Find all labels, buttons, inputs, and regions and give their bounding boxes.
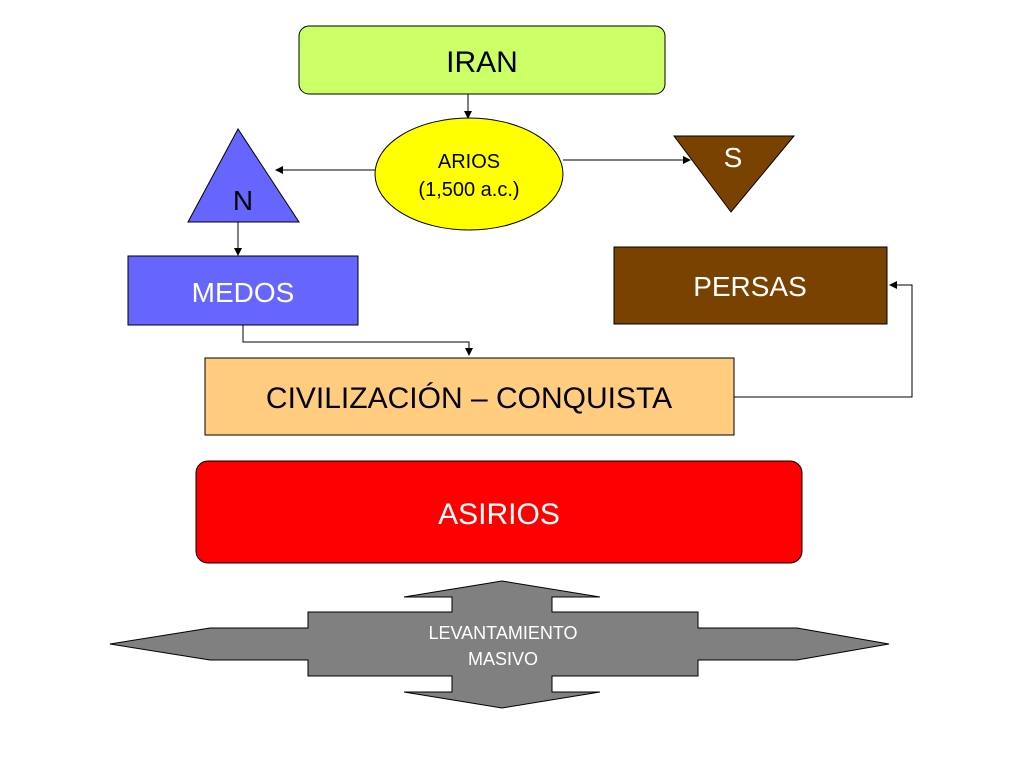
civilizacion-box — [204, 357, 735, 436]
medos-label: MEDOS — [192, 277, 295, 308]
node-sur: S — [673, 135, 796, 213]
norte-label: N — [233, 185, 253, 216]
asirios-label: ASIRIOS — [438, 498, 560, 531]
norte-triangle — [187, 128, 300, 223]
persas-label: PERSAS — [693, 271, 807, 302]
levantamiento-sublabel: MASIVO — [468, 649, 538, 669]
node-asirios: ASIRIOS — [195, 460, 803, 564]
persas-box — [613, 246, 888, 325]
node-civilizacion: CIVILIZACIÓN – CONQUISTA — [204, 357, 735, 436]
node-persas: PERSAS — [613, 246, 888, 325]
arios-ellipse — [374, 117, 564, 231]
iran-box — [298, 25, 666, 95]
node-arios: ARIOS (1,500 a.c.) — [374, 117, 564, 231]
sur-triangle — [673, 135, 796, 213]
iran-label: IRAN — [446, 46, 518, 79]
connector-civilizacion-persas — [734, 281, 913, 398]
node-medos: MEDOS — [127, 255, 359, 326]
asirios-box — [195, 460, 803, 564]
medos-box — [127, 255, 359, 326]
levantamiento-quad-arrow — [109, 580, 890, 709]
arios-date: (1,500 a.c.) — [418, 179, 519, 201]
sur-label: S — [724, 142, 743, 173]
arios-label: ARIOS — [438, 151, 500, 173]
connectors — [234, 94, 913, 398]
node-iran: IRAN — [298, 25, 666, 95]
civilizacion-label: CIVILIZACIÓN – CONQUISTA — [266, 382, 672, 415]
node-levantamiento: LEVANTAMIENTO MASIVO — [109, 580, 890, 709]
node-norte: N — [187, 128, 300, 223]
levantamiento-label: LEVANTAMIENTO — [428, 623, 577, 643]
connector-medos-civilizacion — [242, 325, 473, 356]
